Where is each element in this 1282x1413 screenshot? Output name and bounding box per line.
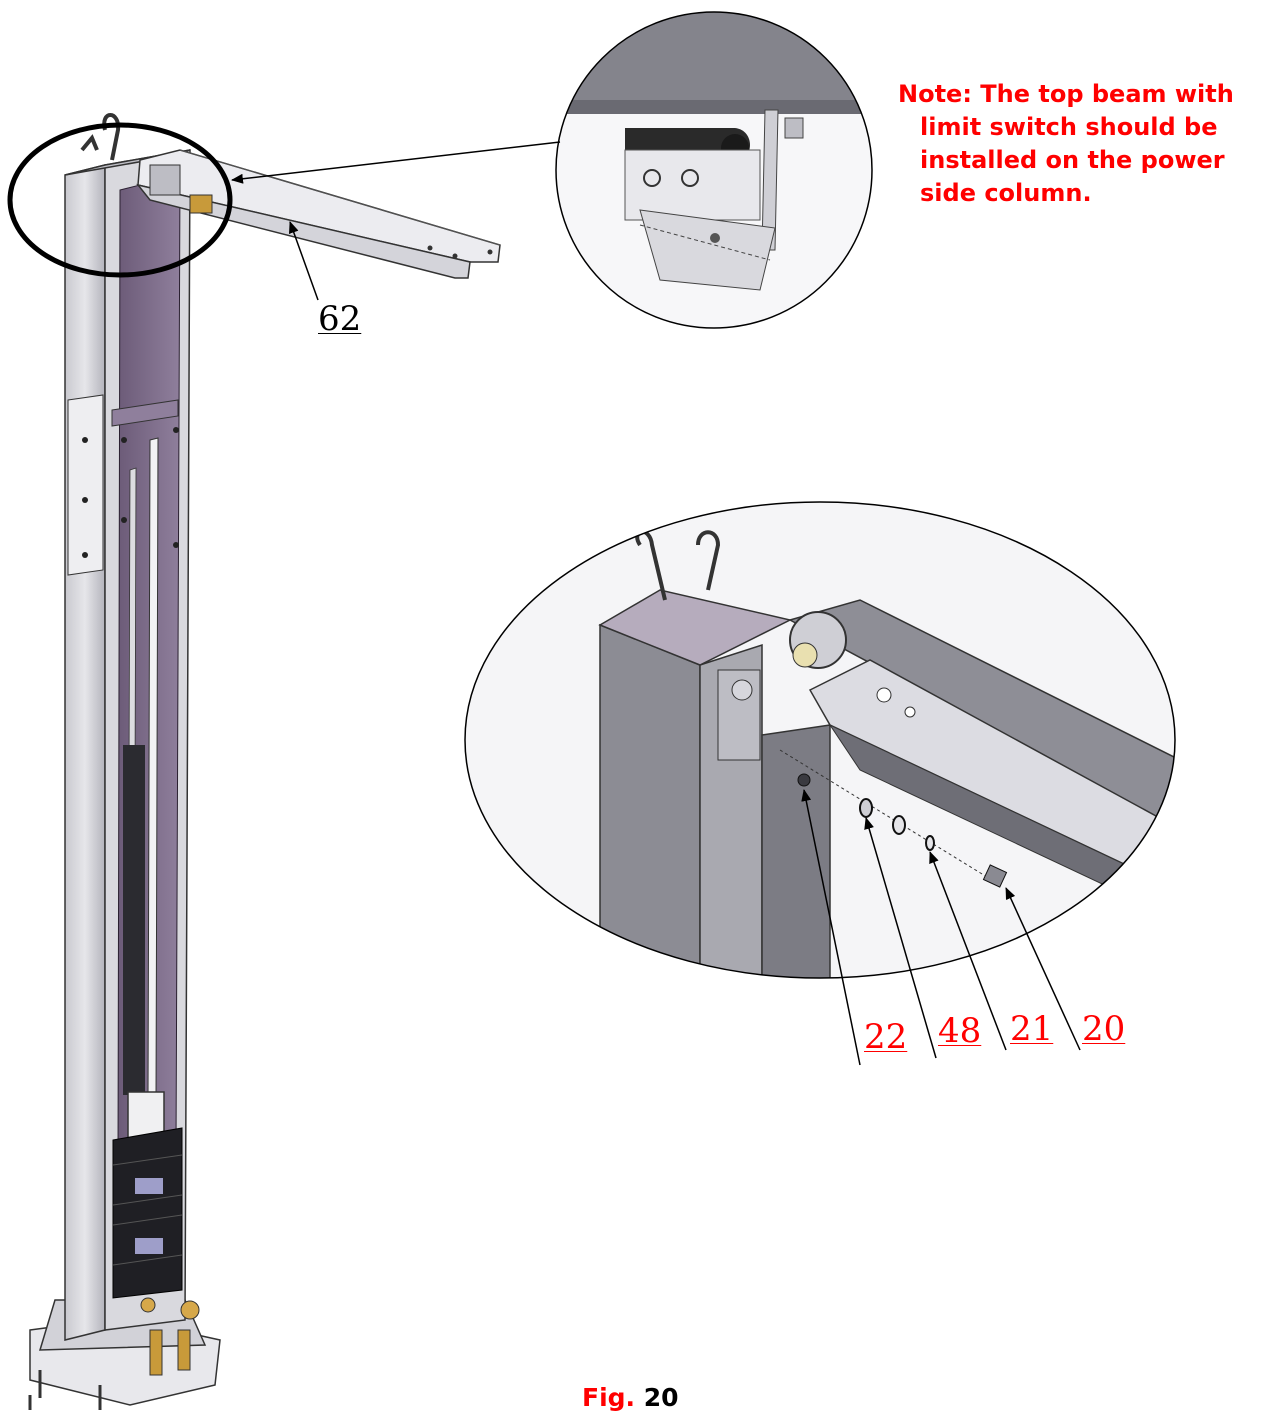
note-line: installed on the power (920, 146, 1225, 174)
callout-62: 62 (318, 299, 362, 339)
caption-number: 20 (643, 1383, 679, 1412)
installation-note: Note: The top beam with limit switch sho… (880, 78, 1275, 210)
figure-caption: Fig. 20 (582, 1383, 679, 1412)
limit-switch-detail (555, 11, 873, 329)
callout-48: 48 (938, 1011, 982, 1051)
caption-prefix: Fig. (582, 1383, 636, 1412)
lift-column (28, 113, 221, 1410)
callout-22: 22 (864, 1017, 908, 1057)
highlight-circle (7, 122, 233, 278)
leader-62 (289, 221, 319, 301)
top-beam (136, 149, 501, 279)
part-leaders (801, 789, 1081, 1066)
callout-21: 21 (1010, 1009, 1054, 1049)
detail-leader (231, 141, 561, 184)
note-line: side column. (920, 179, 1092, 207)
note-line: limit switch should be (920, 113, 1218, 141)
callout-20: 20 (1082, 1009, 1126, 1049)
note-line: Note: The top beam with (898, 80, 1234, 108)
bolt-assembly-detail (464, 501, 1176, 979)
